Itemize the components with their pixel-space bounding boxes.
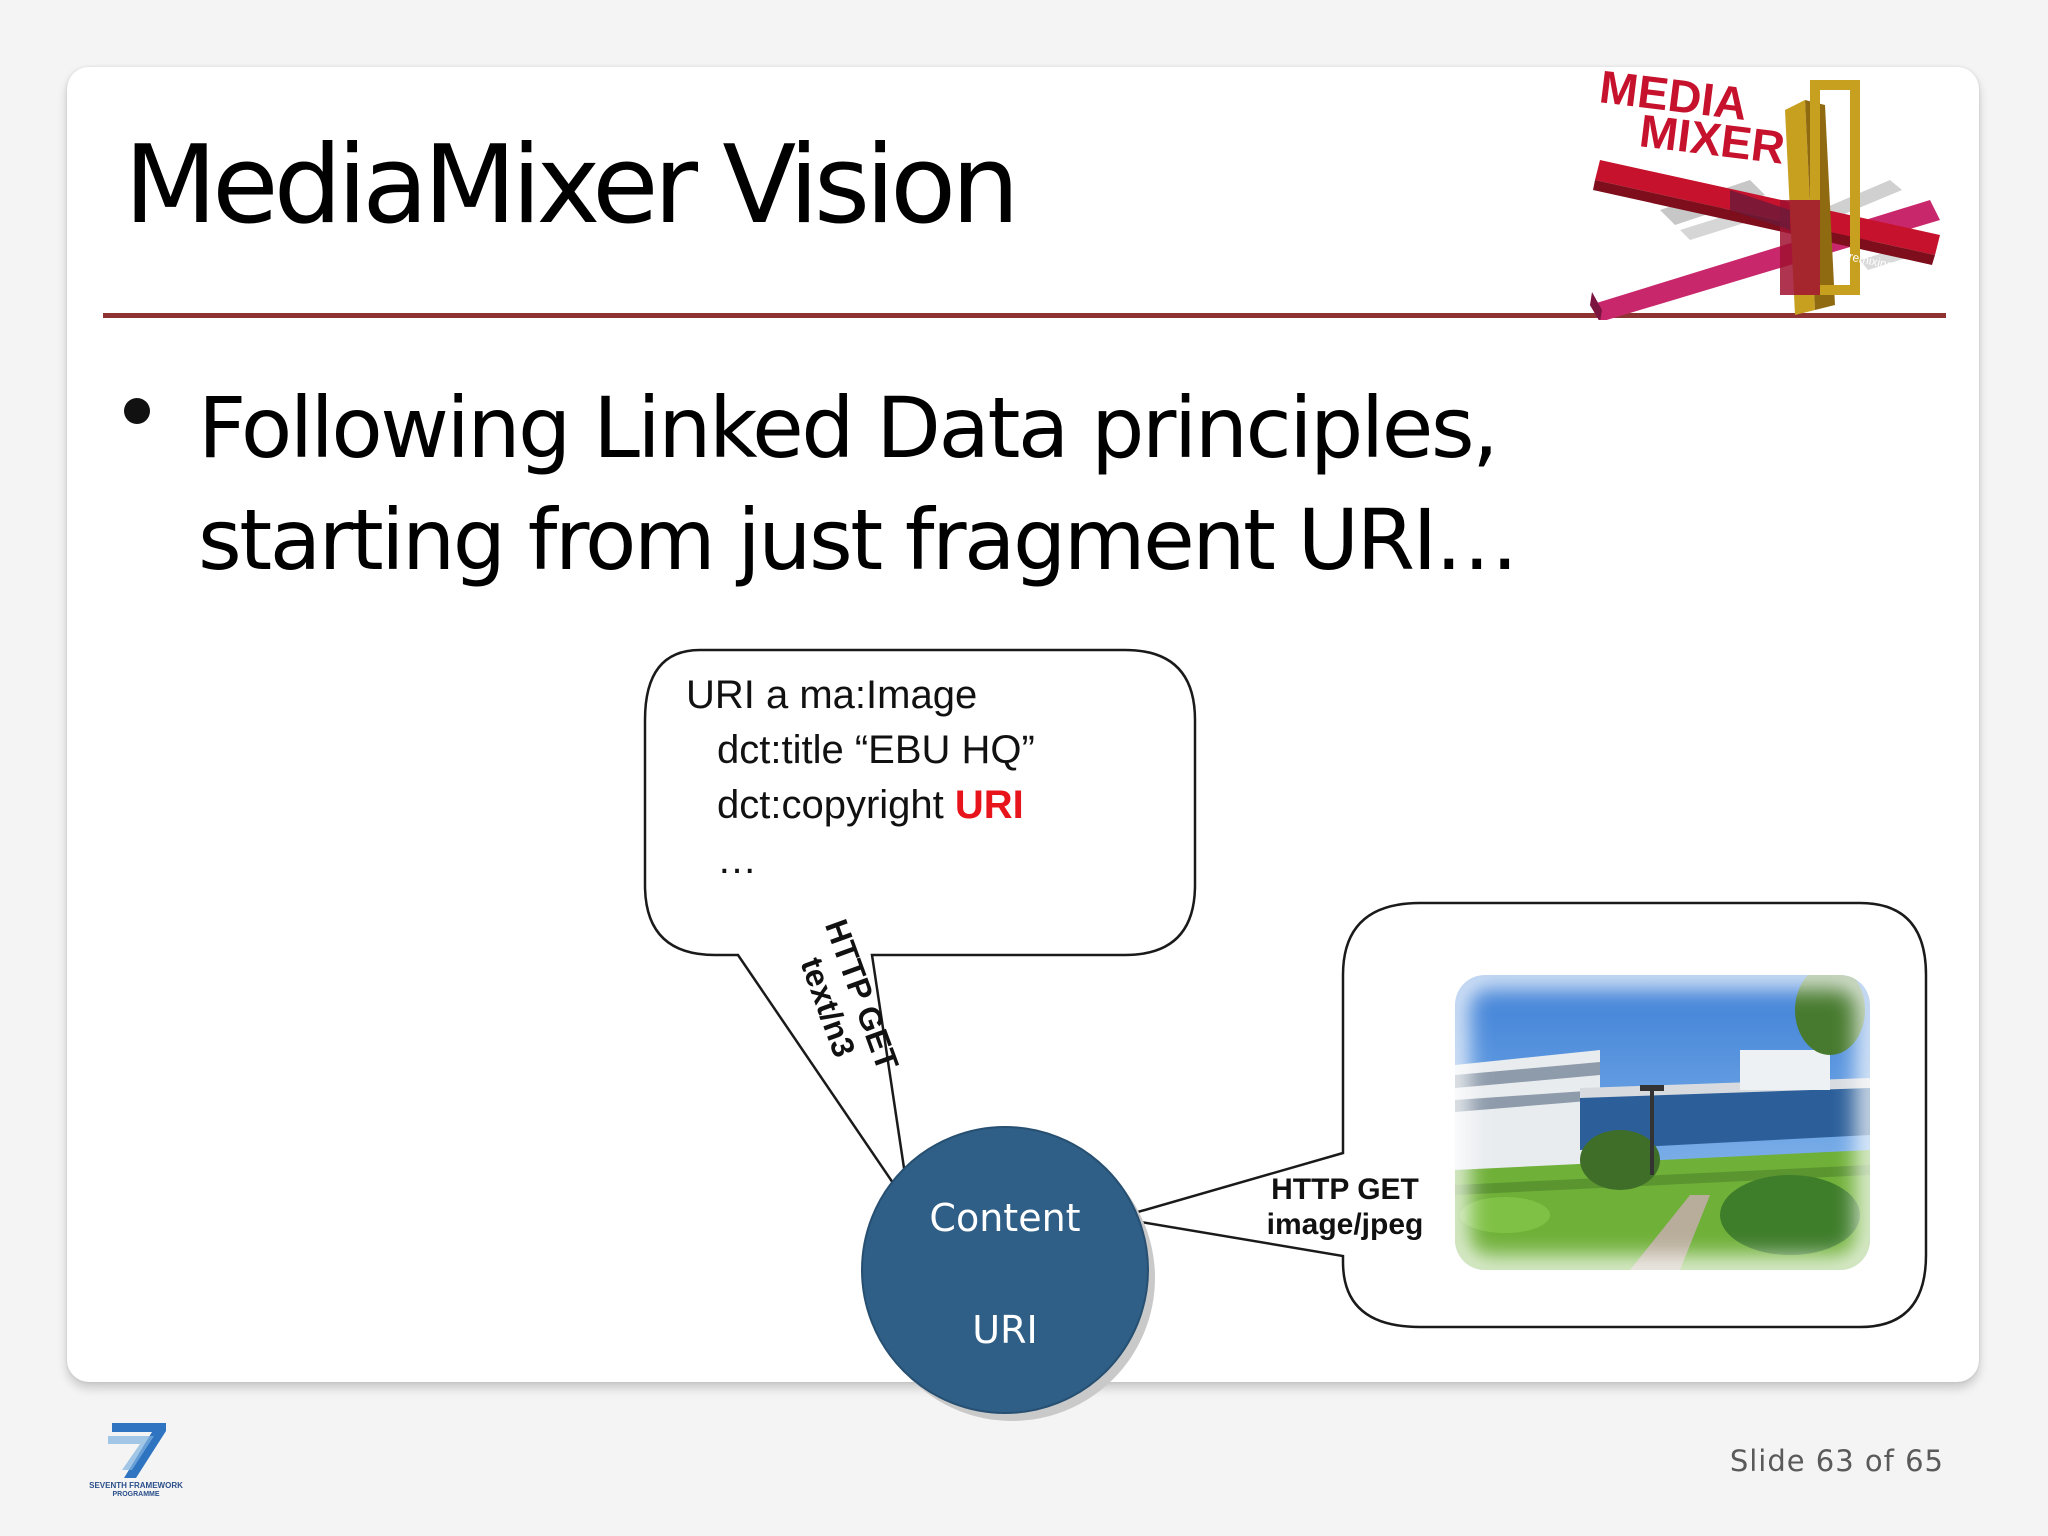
http-get-jpeg-label: HTTP GET image/jpeg [1255,1172,1435,1242]
bullet-marker [124,398,150,424]
bullet-line-2: starting from just fragment URI… [198,491,1519,589]
http-get-jpeg-line2: image/jpeg [1266,1208,1424,1241]
bullet-text: Following Linked Data principles, starti… [198,372,1758,596]
mediamixer-logo-icon: networking remixing MEDIA MIXER [1590,60,1940,320]
svg-text:PROGRAMME: PROGRAMME [112,1491,159,1498]
rdf-ellipsis: … [717,838,757,882]
fp7-logo-icon: SEVENTH FRAMEWORK PROGRAMME [89,1423,183,1498]
bullet-line-1: Following Linked Data principles, [198,379,1499,477]
http-get-jpeg-line1: HTTP GET [1271,1173,1419,1206]
content-node-label: Content [929,1196,1081,1240]
rdf-copyright-uri: URI [954,783,1024,827]
content-node-uri-label: URI [972,1308,1038,1352]
slide-title: MediaMixer Vision [124,123,1020,248]
rdf-line-3: dct:copyright URI [717,778,1035,833]
rdf-line-2: dct:title “EBU HQ” [717,728,1035,772]
rdf-line-1: URI a ma:Image [686,673,978,717]
rdf-copyright-prefix: dct:copyright [717,783,955,827]
rdf-callout-text: URI a ma:Image dct:title “EBU HQ” dct:co… [686,668,1035,888]
svg-text:SEVENTH FRAMEWORK: SEVENTH FRAMEWORK [89,1481,183,1490]
slide-number: Slide 63 of 65 [1729,1444,1944,1478]
content-node [861,1126,1149,1414]
title-underline [103,313,1946,318]
building-photo-icon [1455,975,1870,1270]
rdf-speech-bubble [643,648,1197,1209]
